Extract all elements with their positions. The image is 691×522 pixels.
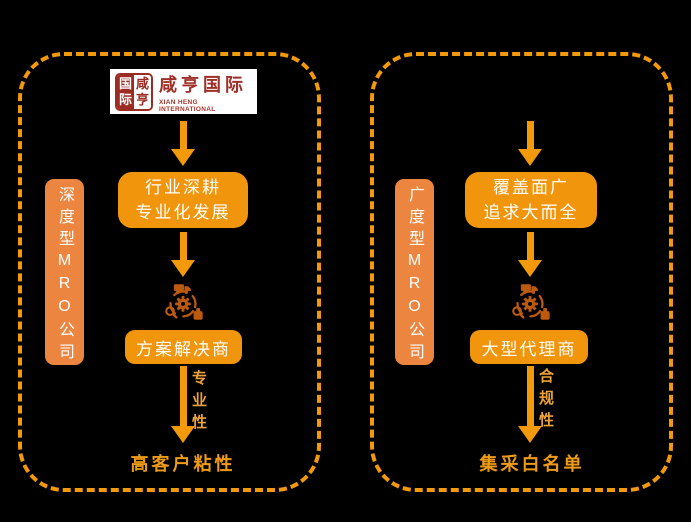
broad-mro-panel xyxy=(370,52,673,492)
xianheng-seal-icon: 国际 咸亨 xyxy=(115,72,153,111)
logo-name-cn: 咸亨国际 xyxy=(159,74,247,95)
logo-text: 咸亨国际 XIAN HENG INTERNATIONAL xyxy=(159,71,252,113)
strategy-line: 专业化发展 xyxy=(135,203,231,222)
down-arrow-icon xyxy=(518,366,542,443)
logo-name-en: XIAN HENG INTERNATIONAL xyxy=(159,98,216,113)
arrow-shaft xyxy=(526,232,534,260)
arrow-head xyxy=(518,149,542,166)
seal-left-chars: 国际 xyxy=(117,74,134,109)
arrow-head xyxy=(171,426,195,443)
procurement-cycle-icon xyxy=(512,284,550,320)
deep-mro-panel xyxy=(18,52,321,492)
arrow-head xyxy=(518,426,542,443)
xianheng-logo: 国际 咸亨 咸亨国际 XIAN HENG INTERNATIONAL xyxy=(110,69,257,114)
arrow-head xyxy=(518,260,542,277)
arrow-shaft xyxy=(526,366,534,426)
down-arrow-icon xyxy=(518,232,542,277)
left-side-label: 深度型MRO公司 xyxy=(45,179,84,365)
right-result-text: 集采白名单 xyxy=(479,454,585,474)
arrow-shaft xyxy=(179,121,187,149)
left-strategy-box: 行业深耕 专业化发展 xyxy=(118,172,248,228)
down-arrow-icon xyxy=(518,121,542,166)
arrow-head xyxy=(171,260,195,277)
arrow-shaft xyxy=(179,232,187,260)
right-strategy-box: 覆盖面广 追求大而全 xyxy=(465,172,597,228)
seal-right-chars: 咸亨 xyxy=(134,74,151,109)
arrow-shaft xyxy=(179,366,187,426)
right-role-box: 大型代理商 xyxy=(470,330,588,364)
arrow-shaft xyxy=(526,121,534,149)
strategy-line: 覆盖面广 xyxy=(493,178,569,197)
left-result-text: 高客户粘性 xyxy=(130,454,236,474)
down-arrow-icon xyxy=(171,121,195,166)
arrow-head xyxy=(171,149,195,166)
right-side-label: 广度型MRO公司 xyxy=(395,179,434,365)
right-arrow-note: 合规性 xyxy=(537,368,554,434)
down-arrow-icon xyxy=(171,366,195,443)
procurement-cycle-icon xyxy=(165,284,203,320)
strategy-line: 行业深耕 xyxy=(145,178,221,197)
left-arrow-note: 专业性 xyxy=(190,370,207,436)
left-role-box: 方案解决商 xyxy=(125,330,242,364)
strategy-line: 追求大而全 xyxy=(483,203,579,222)
down-arrow-icon xyxy=(171,232,195,277)
